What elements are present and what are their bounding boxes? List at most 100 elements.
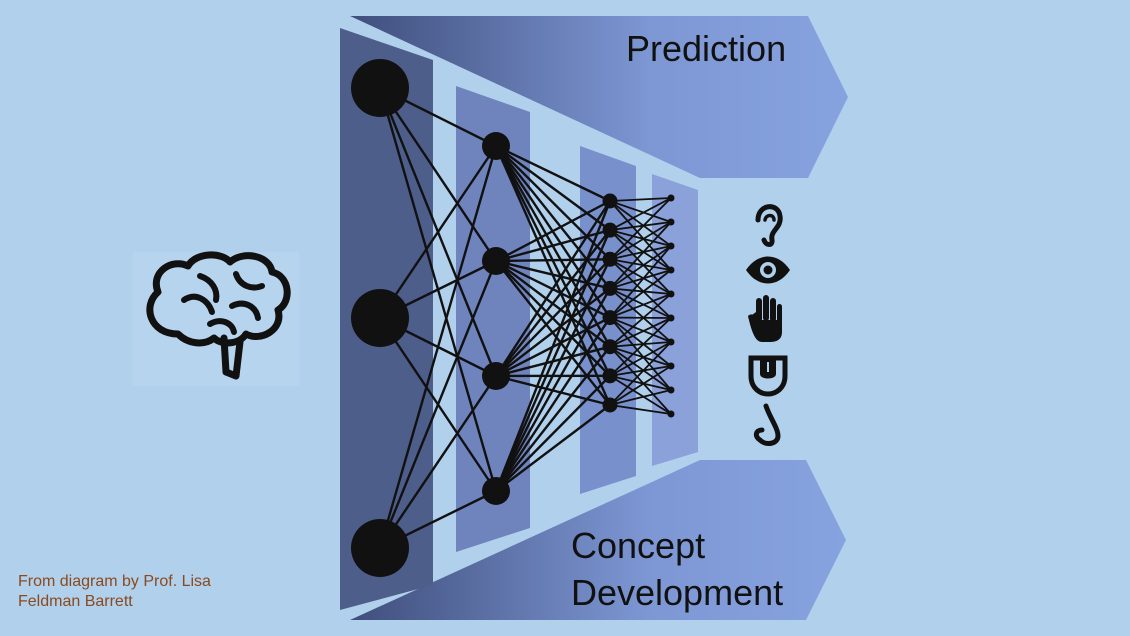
brain-icon bbox=[133, 251, 299, 386]
network-node-layer-4 bbox=[667, 410, 675, 418]
network-edge bbox=[494, 200, 612, 492]
network-edge bbox=[609, 316, 672, 391]
prediction-banner bbox=[350, 16, 848, 178]
network-edge bbox=[495, 145, 611, 232]
network-node-layer-3 bbox=[602, 339, 618, 355]
network-edge bbox=[609, 341, 672, 377]
network-edge bbox=[494, 200, 612, 377]
network-edge bbox=[609, 197, 672, 202]
network-node-layer-1 bbox=[351, 519, 409, 577]
network-edge bbox=[495, 404, 611, 492]
network-edge bbox=[378, 145, 498, 549]
network-edge bbox=[609, 221, 672, 261]
network-edge bbox=[609, 293, 672, 348]
network-edge bbox=[609, 287, 672, 343]
network-edge bbox=[494, 229, 612, 492]
network-edge bbox=[378, 260, 498, 549]
network-edge bbox=[609, 200, 672, 247]
hand-icon bbox=[748, 295, 782, 342]
network-edge bbox=[609, 229, 672, 295]
prediction-label: Prediction bbox=[626, 28, 786, 69]
network-edge bbox=[609, 269, 672, 319]
network-edge bbox=[495, 345, 611, 492]
network-edge bbox=[609, 365, 672, 377]
network-edge bbox=[495, 145, 611, 261]
network-edge bbox=[609, 317, 672, 348]
network-edge bbox=[609, 269, 672, 290]
network-edge bbox=[609, 317, 672, 377]
network-node-layer-3 bbox=[602, 368, 618, 384]
network-edge bbox=[609, 316, 672, 367]
network-edge bbox=[609, 197, 672, 231]
network-edge bbox=[379, 87, 497, 262]
eye-icon bbox=[746, 256, 790, 284]
network-edge bbox=[609, 258, 672, 319]
network-node-layer-2 bbox=[482, 132, 510, 160]
network-node-layer-3 bbox=[602, 222, 618, 238]
concept-development-banner bbox=[350, 460, 846, 620]
network-edge bbox=[609, 345, 672, 367]
network-edge bbox=[495, 259, 611, 290]
network-edge bbox=[609, 341, 672, 348]
tongue-icon bbox=[748, 355, 788, 397]
network-edge bbox=[495, 144, 611, 203]
network-edge bbox=[609, 245, 672, 261]
network-edge bbox=[609, 197, 672, 260]
network-edge bbox=[609, 345, 672, 391]
network-node-layer-1 bbox=[351, 289, 409, 347]
network-node-layer-1 bbox=[351, 59, 409, 117]
network-edge bbox=[495, 145, 611, 290]
network-edge bbox=[609, 287, 672, 319]
network-edge bbox=[609, 293, 672, 319]
network-edge bbox=[609, 375, 672, 415]
network-edge bbox=[609, 374, 672, 391]
development-label: Development bbox=[571, 572, 783, 613]
network-node-layer-4 bbox=[667, 218, 675, 226]
network-node-layer-3 bbox=[602, 310, 618, 326]
nose-icon bbox=[753, 403, 781, 446]
network-node-layer-2 bbox=[482, 362, 510, 390]
network-edge bbox=[609, 316, 672, 343]
network-edge bbox=[609, 287, 672, 295]
network-edge bbox=[495, 258, 611, 377]
network-node-layer-4 bbox=[667, 194, 675, 202]
network-edge bbox=[495, 287, 611, 377]
network-edge bbox=[609, 389, 672, 406]
network-nodes bbox=[351, 59, 675, 577]
network-edge bbox=[494, 316, 612, 492]
credit-line-2: Feldman Barrett bbox=[18, 593, 133, 610]
network-node-layer-4 bbox=[667, 338, 675, 346]
credit-text: From diagram by Prof. Lisa Feldman Barre… bbox=[18, 572, 278, 612]
network-edge bbox=[494, 258, 612, 492]
network-edge bbox=[609, 221, 672, 232]
network-node-layer-4 bbox=[667, 362, 675, 370]
network-node-layer-4 bbox=[667, 266, 675, 274]
network-node-layer-3 bbox=[602, 251, 618, 267]
network-edges bbox=[378, 86, 672, 550]
network-node-layer-4 bbox=[667, 242, 675, 250]
network-edge bbox=[609, 258, 672, 295]
network-edge bbox=[609, 404, 672, 415]
network-edge bbox=[494, 287, 612, 492]
network-edge bbox=[495, 375, 611, 492]
credit-line-1: From diagram by Prof. Lisa bbox=[18, 573, 211, 590]
network-edge bbox=[379, 145, 497, 319]
network-edge bbox=[609, 365, 672, 406]
network-node-layer-3 bbox=[602, 397, 618, 413]
network-node-layer-2 bbox=[482, 477, 510, 505]
network-edge bbox=[495, 258, 611, 263]
network-edge bbox=[495, 229, 611, 377]
network-edge bbox=[609, 200, 672, 223]
network-edge bbox=[609, 346, 672, 415]
network-edge bbox=[609, 245, 672, 319]
network-node-layer-4 bbox=[667, 386, 675, 394]
network-edge bbox=[379, 375, 497, 549]
layer-panel-2 bbox=[456, 86, 530, 552]
network-node-layer-3 bbox=[602, 280, 618, 296]
network-node-layer-4 bbox=[667, 314, 675, 322]
network-node-layer-3 bbox=[602, 193, 618, 209]
network-edge bbox=[609, 245, 672, 290]
network-edge bbox=[609, 258, 672, 271]
network-node-layer-4 bbox=[667, 290, 675, 298]
